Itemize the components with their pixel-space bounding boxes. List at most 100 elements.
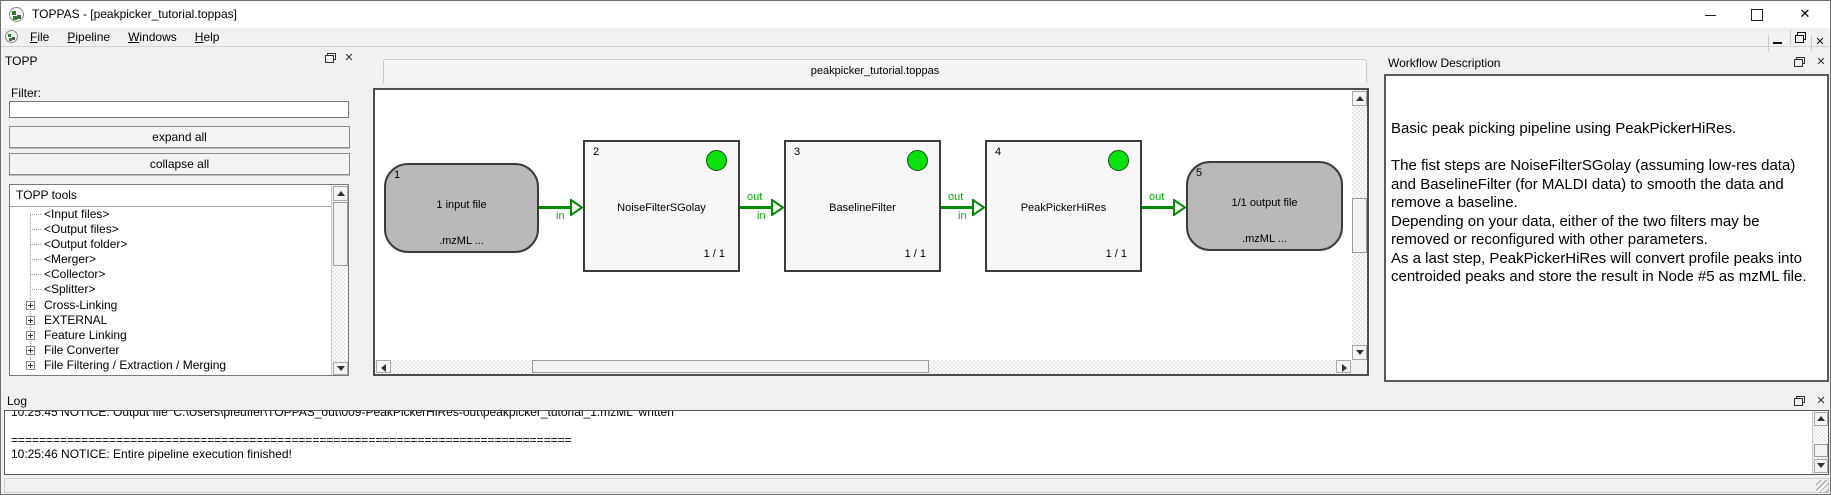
- node-progress-count: 1 / 1: [904, 248, 926, 260]
- pipeline-window-title[interactable]: peakpicker_tutorial.toppas: [383, 59, 1367, 83]
- menu-item-file[interactable]: File: [30, 30, 50, 44]
- description-close-button[interactable]: ✕: [1816, 56, 1826, 68]
- float-icon: [324, 53, 336, 63]
- edge-in-label: in: [757, 210, 766, 222]
- mdi-minimize-button[interactable]: [1768, 35, 1785, 51]
- mdi-close-button[interactable]: ✕: [1811, 35, 1828, 51]
- scroll-up-button[interactable]: [1352, 91, 1367, 106]
- tree-item-label: <Output files>: [44, 222, 119, 237]
- tree-item[interactable]: <Merger>: [10, 252, 332, 267]
- scrollbar-thumb[interactable]: [333, 202, 348, 266]
- expand-plus-icon[interactable]: [26, 360, 35, 370]
- expand-plus-icon[interactable]: [26, 315, 35, 325]
- log-output-box[interactable]: 10:25:45 NOTICE: Output file 'C:\Users\p…: [4, 410, 1829, 475]
- node-progress-count: 1 / 1: [1105, 248, 1127, 260]
- tree-item[interactable]: Cross-Linking: [10, 298, 332, 313]
- edge-out-label: out: [747, 191, 763, 203]
- topp-panel-float-button[interactable]: [321, 52, 337, 66]
- node-progress-count: 1 / 1: [703, 248, 725, 260]
- filter-input[interactable]: [9, 101, 349, 118]
- scroll-left-button[interactable]: [376, 360, 391, 373]
- node-number: 2: [593, 146, 600, 158]
- edge-connector[interactable]: [539, 206, 574, 209]
- mdi-window-controls: ✕: [1768, 29, 1828, 51]
- collapse-all-button[interactable]: collapse all: [9, 153, 350, 175]
- tree-item-label: Feature Linking: [44, 327, 127, 342]
- tree-item-label: <Input files>: [44, 207, 110, 221]
- menu-item-help[interactable]: Help: [194, 30, 220, 44]
- topp-panel-close-button[interactable]: ✕: [344, 52, 354, 64]
- topp-tools-header: TOPP tools: [10, 185, 332, 207]
- status-finished-icon: [907, 150, 928, 171]
- expand-plus-icon[interactable]: [26, 345, 35, 355]
- canvas-horizontal-scrollbar[interactable]: [375, 360, 1352, 374]
- status-finished-icon: [706, 150, 727, 171]
- tree-item[interactable]: EXTERNAL: [10, 313, 332, 328]
- scroll-up-button[interactable]: [333, 186, 348, 201]
- edge-connector[interactable]: [740, 206, 775, 209]
- edge-connector[interactable]: [1142, 206, 1177, 209]
- workflow-description-box[interactable]: Basic peak picking pipeline using PeakPi…: [1384, 74, 1829, 382]
- tree-item[interactable]: <Splitter>: [10, 282, 332, 297]
- description-float-button[interactable]: [1790, 56, 1806, 70]
- close-button[interactable]: ✕: [1799, 6, 1811, 21]
- window-resize-grip[interactable]: [1816, 480, 1829, 493]
- tree-item[interactable]: Feature Linking: [10, 328, 332, 343]
- log-close-button[interactable]: ✕: [1816, 395, 1826, 407]
- float-icon: [1793, 57, 1805, 67]
- menu-bar: File Pipeline Windows Help ✕: [1, 28, 1830, 51]
- tools-scrollbar[interactable]: [331, 185, 348, 375]
- canvas-vertical-scrollbar[interactable]: [1352, 90, 1367, 361]
- expand-plus-icon[interactable]: [26, 300, 35, 310]
- window-title: TOPPAS - [peakpicker_tutorial.toppas]: [32, 7, 237, 21]
- edge-connector[interactable]: [941, 206, 976, 209]
- tree-item-label: <Splitter>: [44, 282, 96, 297]
- scroll-right-button[interactable]: [1336, 360, 1351, 373]
- tree-item[interactable]: <Input files>: [10, 207, 332, 222]
- tree-item[interactable]: File Converter: [10, 343, 332, 358]
- scrollbar-thumb[interactable]: [1352, 198, 1367, 253]
- tree-item-label: <Collector>: [44, 267, 106, 282]
- edge-out-label: out: [1149, 191, 1165, 203]
- scrollbar-thumb[interactable]: [532, 360, 929, 373]
- maximize-button[interactable]: [1740, 1, 1774, 28]
- edge-arrowhead-icon: [771, 198, 785, 221]
- node-tool-name: BaselineFilter: [829, 202, 896, 214]
- node-file-type: .mzML ...: [439, 235, 484, 247]
- menu-item-windows[interactable]: Windows: [128, 30, 177, 44]
- tree-item[interactable]: <Output files>: [10, 222, 332, 237]
- tree-item[interactable]: <Output folder>: [10, 237, 332, 252]
- scroll-down-button[interactable]: [1352, 345, 1367, 360]
- topp-tools-list: TOPP tools <Input files><Output files><O…: [9, 184, 349, 376]
- log-vertical-scrollbar[interactable]: [1812, 411, 1828, 474]
- node-tool-name: PeakPickerHiRes: [1020, 202, 1107, 214]
- tree-item[interactable]: <Collector>: [10, 267, 332, 282]
- scroll-down-button[interactable]: [333, 362, 348, 375]
- log-panel-title: Log: [7, 394, 28, 408]
- node-file-type: .mzML ...: [1242, 233, 1287, 245]
- expand-all-button[interactable]: expand all: [9, 126, 350, 148]
- expand-plus-icon[interactable]: [26, 330, 35, 340]
- scrollbar-thumb[interactable]: [1814, 444, 1828, 457]
- menu-item-pipeline[interactable]: Pipeline: [67, 30, 111, 44]
- minimize-button[interactable]: [1694, 1, 1728, 28]
- tree-item[interactable]: File Filtering / Extraction / Merging: [10, 358, 332, 373]
- log-text: 10:25:45 NOTICE: Output file 'C:\Users\p…: [11, 410, 674, 461]
- tree-item-label: <Merger>: [44, 252, 97, 267]
- edge-arrowhead-icon: [972, 198, 986, 221]
- scroll-up-button[interactable]: [1814, 412, 1828, 426]
- mdi-restore-button[interactable]: [1789, 29, 1807, 45]
- node-number: 4: [995, 146, 1002, 158]
- log-horizontal-scrollbar[interactable]: [4, 478, 1829, 493]
- scrollbar-corner: [1352, 360, 1367, 374]
- tree-item-label: Cross-Linking: [44, 297, 118, 312]
- log-float-button[interactable]: [1790, 395, 1806, 409]
- scroll-down-button[interactable]: [1814, 459, 1828, 473]
- workflow-description-title: Workflow Description: [1388, 56, 1501, 70]
